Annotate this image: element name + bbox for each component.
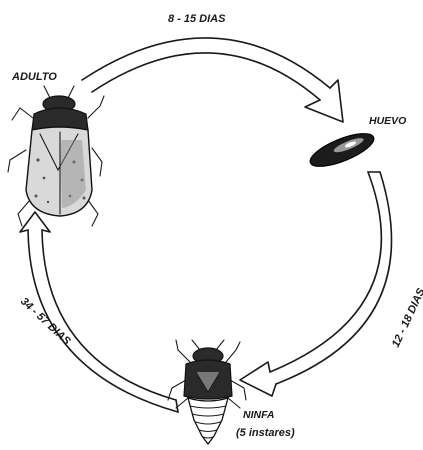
- arrow-egg-to-nymph: [240, 172, 392, 396]
- nymph-instars-label: (5 instares): [236, 427, 295, 439]
- duration-egg-to-nymph: 12 - 18 DIAS: [390, 286, 423, 349]
- nymph-illustration: [168, 340, 246, 444]
- arrow-adult-to-egg: [82, 38, 343, 122]
- egg-label: HUEVO: [369, 115, 406, 127]
- egg-illustration: [306, 127, 377, 173]
- adult-label: ADULTO: [11, 71, 57, 83]
- duration-adult-to-egg: 8 - 15 DIAS: [168, 13, 226, 25]
- nymph-label: NINFA: [243, 409, 275, 421]
- adult-bug-illustration: [8, 86, 104, 226]
